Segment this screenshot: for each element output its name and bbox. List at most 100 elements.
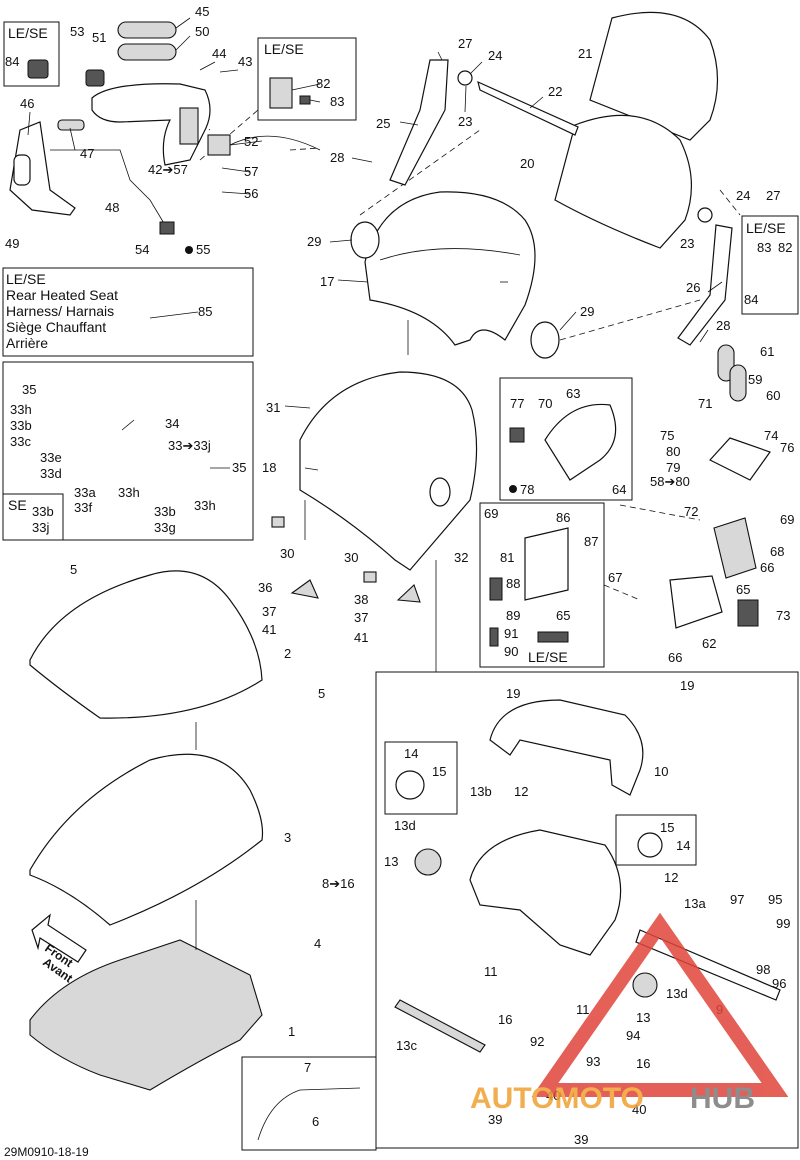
rod-22 — [477, 80, 579, 136]
box-hose-detail — [241, 1056, 377, 1151]
callout-33g: 33g — [154, 520, 176, 535]
watermark-text-hub: HUB — [690, 1082, 755, 1115]
box-heater-kit — [499, 377, 633, 501]
callout-29-right: 29 — [580, 304, 594, 319]
box-bearing-left — [384, 741, 458, 815]
module-77 — [509, 427, 525, 443]
callout-91: 91 — [504, 626, 518, 641]
callout-10: 10 — [654, 764, 668, 779]
callout-13-left: 13 — [384, 854, 398, 869]
callout-12-right: 12 — [664, 870, 678, 885]
callout-67: 67 — [608, 570, 622, 585]
callout-39-left: 39 — [488, 1112, 502, 1127]
wire-48 — [50, 149, 166, 226]
callout-36: 36 — [258, 580, 272, 595]
callout-56: 56 — [244, 186, 258, 201]
callout-33h-right: 33h — [194, 498, 216, 513]
plate-13b — [632, 972, 658, 998]
callout-84-right: 84 — [744, 292, 758, 307]
note-harness-4: Siège Chauffant — [6, 319, 106, 335]
panel-81 — [524, 527, 569, 601]
bracket-52 — [207, 134, 231, 156]
callout-14-left: 14 — [404, 746, 418, 761]
callout-33b-top: 33b — [10, 418, 32, 433]
ring-29b — [530, 321, 560, 359]
callout-25: 25 — [376, 116, 390, 131]
callout-70: 70 — [538, 396, 552, 411]
callout-4: 4 — [314, 936, 321, 951]
callout-94: 94 — [626, 1028, 640, 1043]
callout-33b-se: 33b — [32, 504, 54, 519]
callout-78: 78 — [520, 482, 534, 497]
callout-97: 97 — [730, 892, 744, 907]
switch-84a — [27, 59, 49, 79]
seat-cover-2 — [29, 570, 263, 719]
seat-cover-3 — [29, 753, 264, 926]
callout-29-left: 29 — [307, 234, 321, 249]
callout-3: 3 — [284, 830, 291, 845]
callout-77: 77 — [510, 396, 524, 411]
hose-6 — [257, 1087, 361, 1141]
callout-23-right: 23 — [680, 236, 694, 251]
callout-63: 63 — [566, 386, 580, 401]
callout-45: 45 — [195, 4, 209, 19]
callout-15-left: 15 — [432, 764, 446, 779]
switch-88 — [489, 577, 503, 601]
box-seat-harness: SE — [2, 361, 254, 541]
callout-24-right: 24 — [736, 188, 750, 203]
strip-90 — [489, 627, 499, 647]
callout-37-left: 37 — [262, 604, 276, 619]
callout-5-top: 5 — [70, 562, 77, 577]
washer-24a — [457, 70, 473, 86]
callout-20: 20 — [520, 156, 534, 171]
foam-hole — [429, 477, 451, 507]
callout-87: 87 — [584, 534, 598, 549]
callout-33-33j: 33➔33j — [168, 438, 211, 453]
callout-15-right: 15 — [660, 820, 674, 835]
callout-32: 32 — [454, 550, 468, 565]
pad-30a — [271, 516, 285, 528]
box-le-se-grip: LE/SE — [3, 21, 60, 87]
callout-58-80: 58➔80 — [650, 474, 690, 489]
callout-28-top: 28 — [330, 150, 344, 165]
callout-43: 43 — [238, 54, 252, 69]
callout-38: 38 — [354, 592, 368, 607]
callout-52: 52 — [244, 134, 258, 149]
ring-29a — [350, 221, 380, 259]
callout-61: 61 — [760, 344, 774, 359]
panel-73 — [737, 599, 759, 627]
callout-13d-left: 13d — [394, 818, 416, 833]
callout-41-right: 41 — [354, 630, 368, 645]
callout-7: 7 — [304, 1060, 311, 1075]
callout-85: 85 — [198, 304, 212, 319]
frame-10 — [489, 699, 644, 796]
callout-90: 90 — [504, 644, 518, 659]
callout-83-right: 83 — [757, 240, 771, 255]
callout-99: 99 — [776, 916, 790, 931]
watermark-triangle — [531, 912, 789, 1097]
clip-83a — [299, 95, 311, 105]
callout-40-right: 40 — [632, 1102, 646, 1117]
callout-59: 59 — [748, 372, 762, 387]
box-le-se-switch-right: LE/SE — [741, 215, 799, 315]
callout-79: 79 — [666, 460, 680, 475]
box-rear-heated-harness: LE/SE Rear Heated Seat Harness/ Harnais … — [2, 267, 254, 357]
callout-35-top: 35 — [22, 382, 36, 397]
callout-33d: 33d — [40, 466, 62, 481]
callout-12-top: 12 — [514, 784, 528, 799]
callout-8-16: 8➔16 — [322, 876, 355, 891]
callout-96: 96 — [772, 976, 786, 991]
callout-65-left: 65 — [556, 608, 570, 623]
callout-19-left: 19 — [506, 686, 520, 701]
handle-assembly — [91, 83, 211, 166]
callout-35-right: 35 — [232, 460, 246, 475]
grip-pad-50 — [117, 43, 177, 61]
callout-82-top: 82 — [316, 76, 330, 91]
callout-27-top: 27 — [458, 36, 472, 51]
callout-51: 51 — [92, 30, 106, 45]
callout-98: 98 — [756, 962, 770, 977]
box-seat-base-assembly — [375, 671, 799, 1149]
note-le-se-b: LE/SE — [264, 41, 304, 57]
callout-labels: 45 50 53 51 84 44 43 82 83 46 47 42➔57 5… — [5, 4, 794, 1147]
callout-1: 1 — [288, 1024, 295, 1039]
